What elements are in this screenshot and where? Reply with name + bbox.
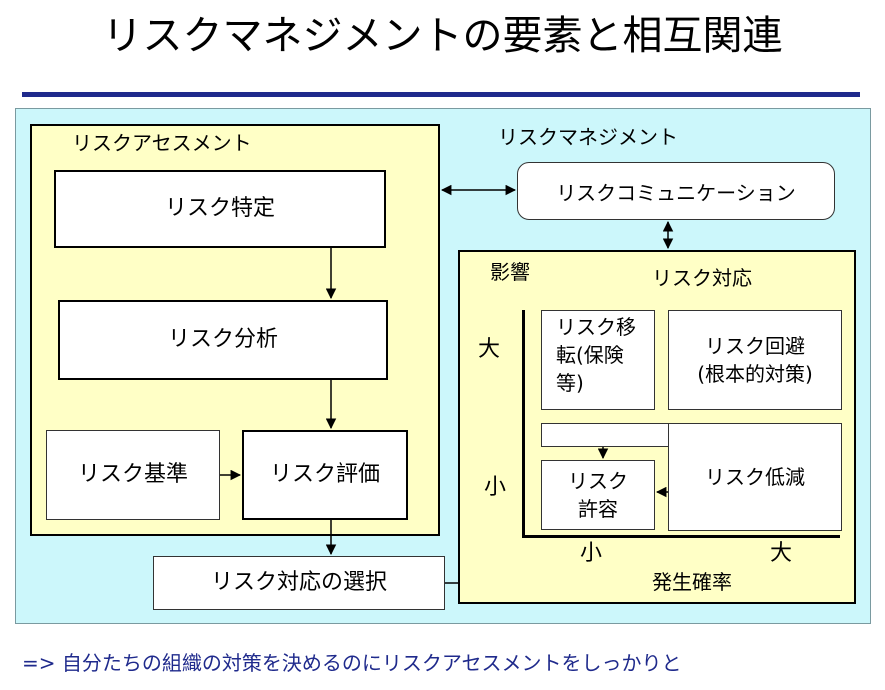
risk-reduction-label: リスク低減	[705, 465, 805, 489]
risk-identification-label: リスク特定	[164, 196, 275, 221]
risk-analysis-box: リスク分析	[58, 300, 388, 380]
impact-low-label: 小	[484, 475, 507, 500]
risk-treatment-selection-box: リスク対応の選択	[153, 556, 445, 610]
risk-analysis-label: リスク分析	[167, 327, 278, 352]
risk-acceptance-cell: リスク 許容	[541, 460, 655, 530]
risk-criteria-label: リスク基準	[77, 462, 188, 487]
probability-low-label: 小	[580, 541, 603, 566]
risk-avoidance-cell: リスク回避 (根本的対策)	[668, 310, 842, 410]
risk-management-label: リスクマネジメント	[498, 125, 678, 149]
risk-treatment-label: リスク対応	[652, 266, 752, 290]
title-divider	[22, 92, 860, 97]
risk-identification-box: リスク特定	[54, 170, 386, 248]
risk-communication-box: リスクコミュニケーション	[517, 162, 835, 220]
risk-reduction-cell: リスク低減	[668, 423, 842, 531]
risk-evaluation-label: リスク評価	[269, 462, 380, 487]
impact-axis	[522, 310, 525, 538]
impact-high-label: 大	[478, 337, 501, 362]
page-title: リスクマネジメントの要素と相互関連	[102, 13, 783, 59]
risk-criteria-box: リスク基準	[46, 430, 220, 520]
probability-axis	[522, 535, 840, 538]
risk-assessment-label: リスクアセスメント	[72, 131, 252, 155]
risk-transfer-label: リスク移 転(保険 等)	[556, 315, 636, 395]
probability-high-label: 大	[770, 541, 793, 566]
risk-avoidance-label: リスク回避 (根本的対策)	[697, 334, 813, 386]
risk-transfer-cell: リスク移 転(保険 等)	[541, 310, 655, 410]
risk-communication-label: リスクコミュニケーション	[556, 180, 796, 205]
footer-note: => 自分たちの組織の対策を決めるのにリスクアセスメントをしっかりと	[22, 651, 682, 675]
impact-axis-label: 影響	[490, 260, 530, 284]
risk-acceptance-label: リスク 許容	[568, 469, 628, 521]
probability-axis-label: 発生確率	[652, 570, 732, 594]
risk-treatment-selection-label: リスク対応の選択	[210, 570, 387, 595]
risk-reduction-strip	[541, 423, 669, 447]
risk-evaluation-box: リスク評価	[242, 430, 408, 520]
